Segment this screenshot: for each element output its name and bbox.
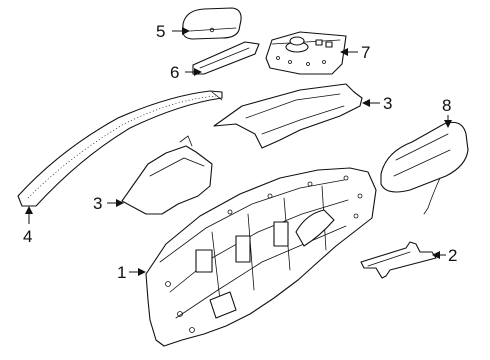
leader-2 <box>432 251 446 259</box>
part-7-control-module <box>265 31 347 75</box>
callout-4: 4 <box>23 227 32 246</box>
part-3-cluster-hood <box>121 135 213 215</box>
callout-1: 1 <box>117 263 126 282</box>
leader-5 <box>172 27 190 35</box>
callout-8: 8 <box>442 96 451 115</box>
callout-3-left: 3 <box>93 194 102 213</box>
leader-3-left <box>107 199 124 207</box>
leader-8 <box>444 115 452 128</box>
part-8-airbag-module <box>380 121 469 215</box>
leader-7 <box>340 48 358 56</box>
leader-6 <box>185 68 202 76</box>
part-3-top-pad-right <box>213 83 363 149</box>
part-2-bracket <box>360 241 437 279</box>
callout-5: 5 <box>156 22 165 41</box>
leader-1 <box>129 268 146 276</box>
callout-6: 6 <box>170 63 179 82</box>
callout-3-right: 3 <box>383 94 392 113</box>
leader-4 <box>25 206 33 224</box>
part-6-trim-plate <box>192 41 260 75</box>
callout-2: 2 <box>448 246 457 265</box>
part-5-upper-cover <box>182 7 242 40</box>
callout-7: 7 <box>361 43 370 62</box>
part-4-garnish-strip <box>17 90 223 207</box>
leader-3-right <box>362 99 380 107</box>
part-1-dash-frame <box>145 167 377 347</box>
